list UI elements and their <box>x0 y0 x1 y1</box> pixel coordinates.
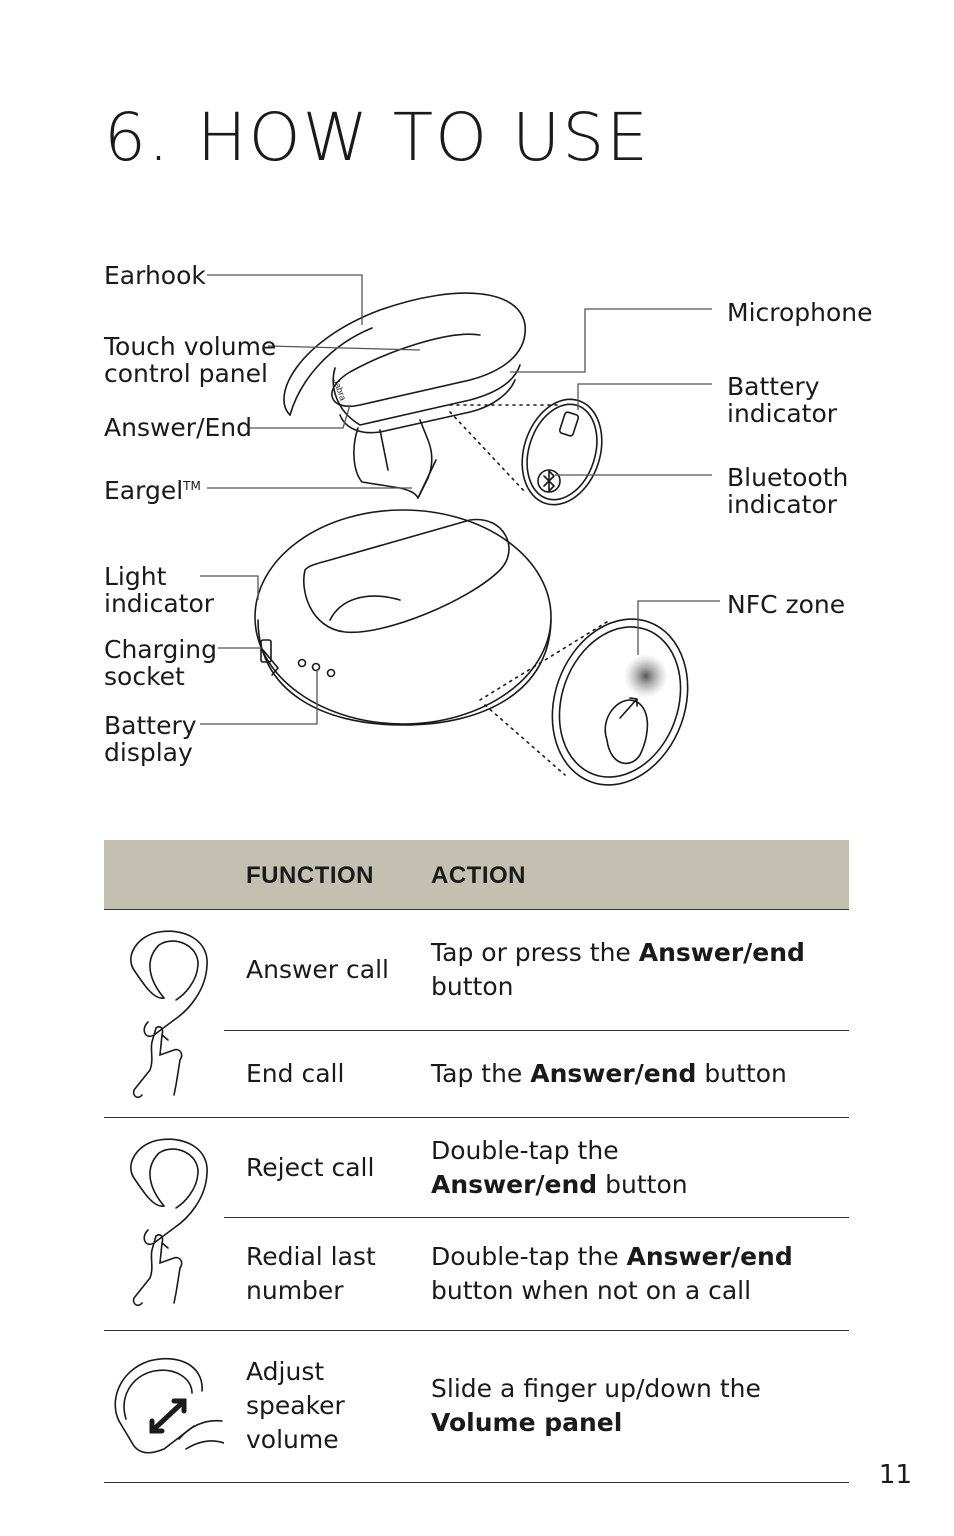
label-microphone: Microphone <box>727 298 873 327</box>
headset-slide-icon <box>114 1357 224 1454</box>
label-answer-end: Answer/End <box>104 413 253 442</box>
function-cell: Reject call <box>246 1152 375 1182</box>
label-earhook: Earhook <box>104 261 206 290</box>
headset-press-icon <box>130 1138 208 1306</box>
function-cell: End call <box>246 1059 345 1088</box>
label-eargel: EargelTM <box>104 476 201 505</box>
detail-nfc <box>551 618 689 786</box>
nfc-glow <box>624 654 668 698</box>
earhook-shape <box>283 292 526 416</box>
table-header: FUNCTION ACTION <box>104 840 849 910</box>
section-number: 6. <box>104 99 171 176</box>
arrow-icon <box>619 697 638 719</box>
bluetooth-icon <box>543 470 555 492</box>
function-cell: Answer call <box>246 955 389 984</box>
case-cradle <box>303 518 510 634</box>
section-title: HOW TO USE <box>196 99 650 176</box>
header-action: ACTION <box>431 862 526 889</box>
function-table: FUNCTION ACTION Answer call Tap or press… <box>104 840 849 1483</box>
charging-case-shape <box>254 509 552 725</box>
header-function: FUNCTION <box>246 862 374 889</box>
headset-body-shape <box>332 364 521 426</box>
headset-diagram: Jabra <box>200 274 720 786</box>
page-title: 6. HOW TO USE <box>104 99 650 176</box>
arrow-icon <box>149 1398 187 1434</box>
label-nfc-zone: NFC zone <box>727 590 846 619</box>
action-cell: Tap the Answer/end button <box>431 1059 787 1088</box>
headset-press-icon <box>130 930 208 1098</box>
page-number: 11 <box>878 1460 912 1490</box>
table-row: End call Tap the Answer/end button <box>224 1030 849 1117</box>
battery-icon <box>558 411 580 437</box>
detail-indicators <box>521 398 603 506</box>
eargel-shape <box>353 419 433 499</box>
